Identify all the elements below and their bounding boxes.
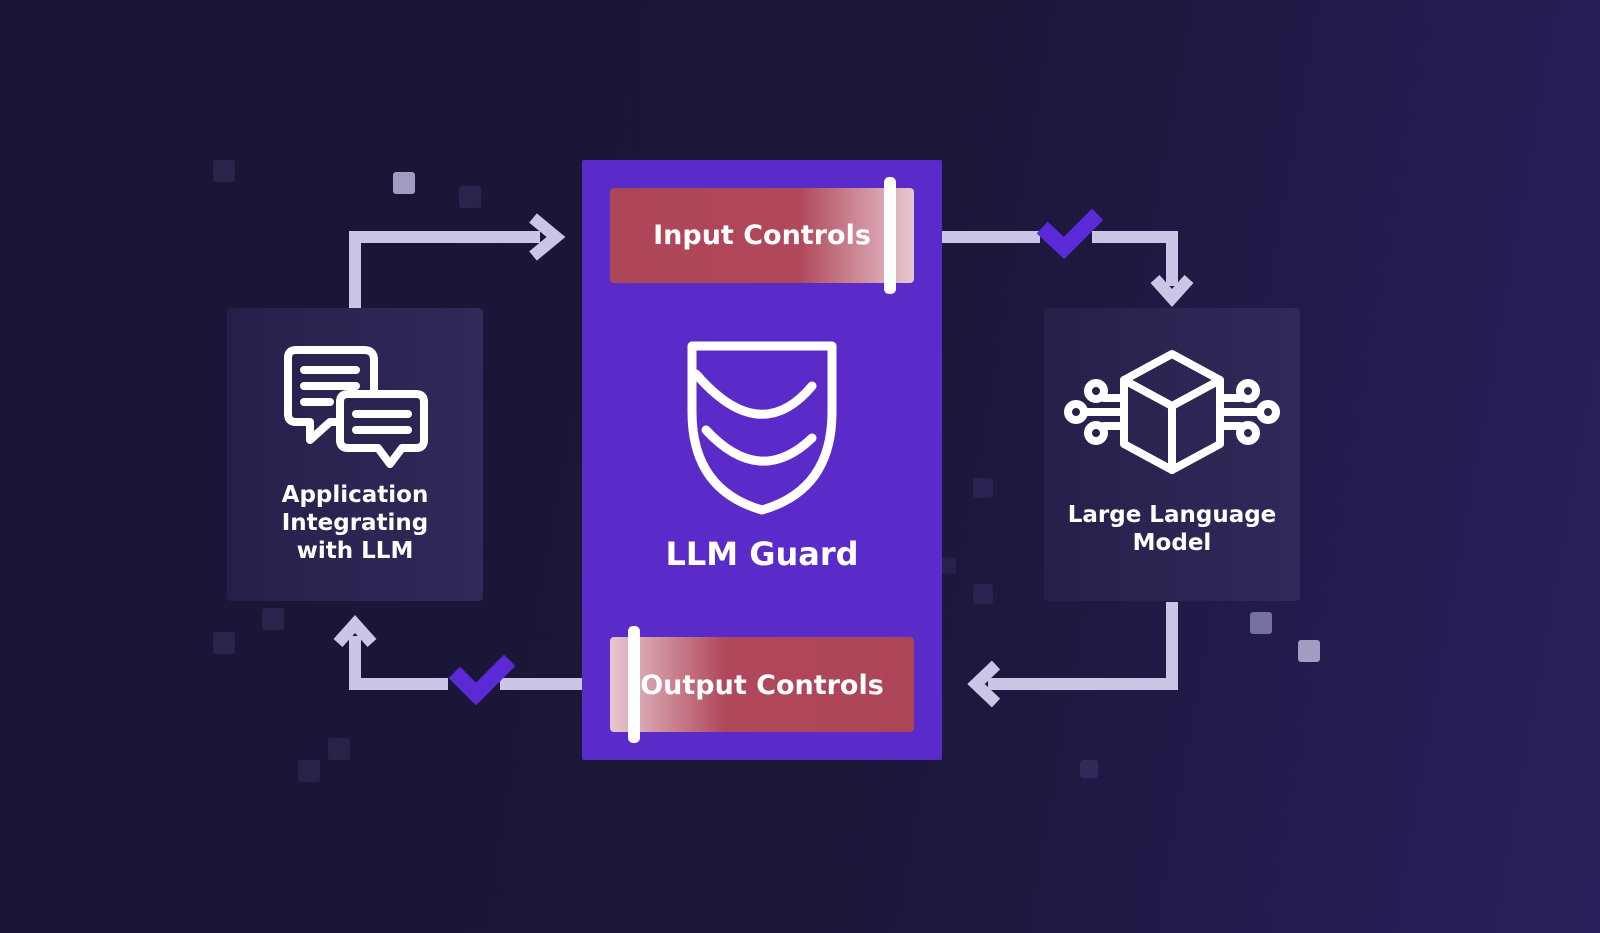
input-controls-label: Input Controls (653, 220, 871, 251)
arrow-guard-to-app (333, 615, 612, 690)
cube-circuit-icon (1064, 350, 1280, 474)
app-node: Application Integrating with LLM (227, 308, 483, 601)
input-controls-box: Input Controls (610, 177, 914, 294)
app-label-line-2: Integrating (282, 510, 429, 536)
output-controls-box: Output Controls (610, 626, 914, 743)
app-label-line-1: Application (282, 482, 429, 508)
llm-label-line-1: Large Language (1068, 502, 1277, 528)
llm-guard-title: LLM Guard (665, 535, 858, 573)
shield-icon (687, 341, 837, 515)
llm-node: Large Language Model (1044, 308, 1300, 601)
chat-bubbles-icon (284, 346, 428, 468)
arrow-llm-to-guard (967, 602, 1178, 708)
decorative-squares (213, 160, 1320, 782)
output-controls-label: Output Controls (640, 670, 884, 701)
app-label-line-3: with LLM (297, 538, 414, 564)
llm-guard-panel: Input Controls LLM Guard Output Controls (582, 160, 942, 760)
checkmark-icon (448, 654, 516, 706)
llm-label-line-2: Model (1133, 530, 1212, 556)
arrow-app-to-guard (349, 213, 566, 308)
checkmark-icon (1036, 208, 1104, 260)
